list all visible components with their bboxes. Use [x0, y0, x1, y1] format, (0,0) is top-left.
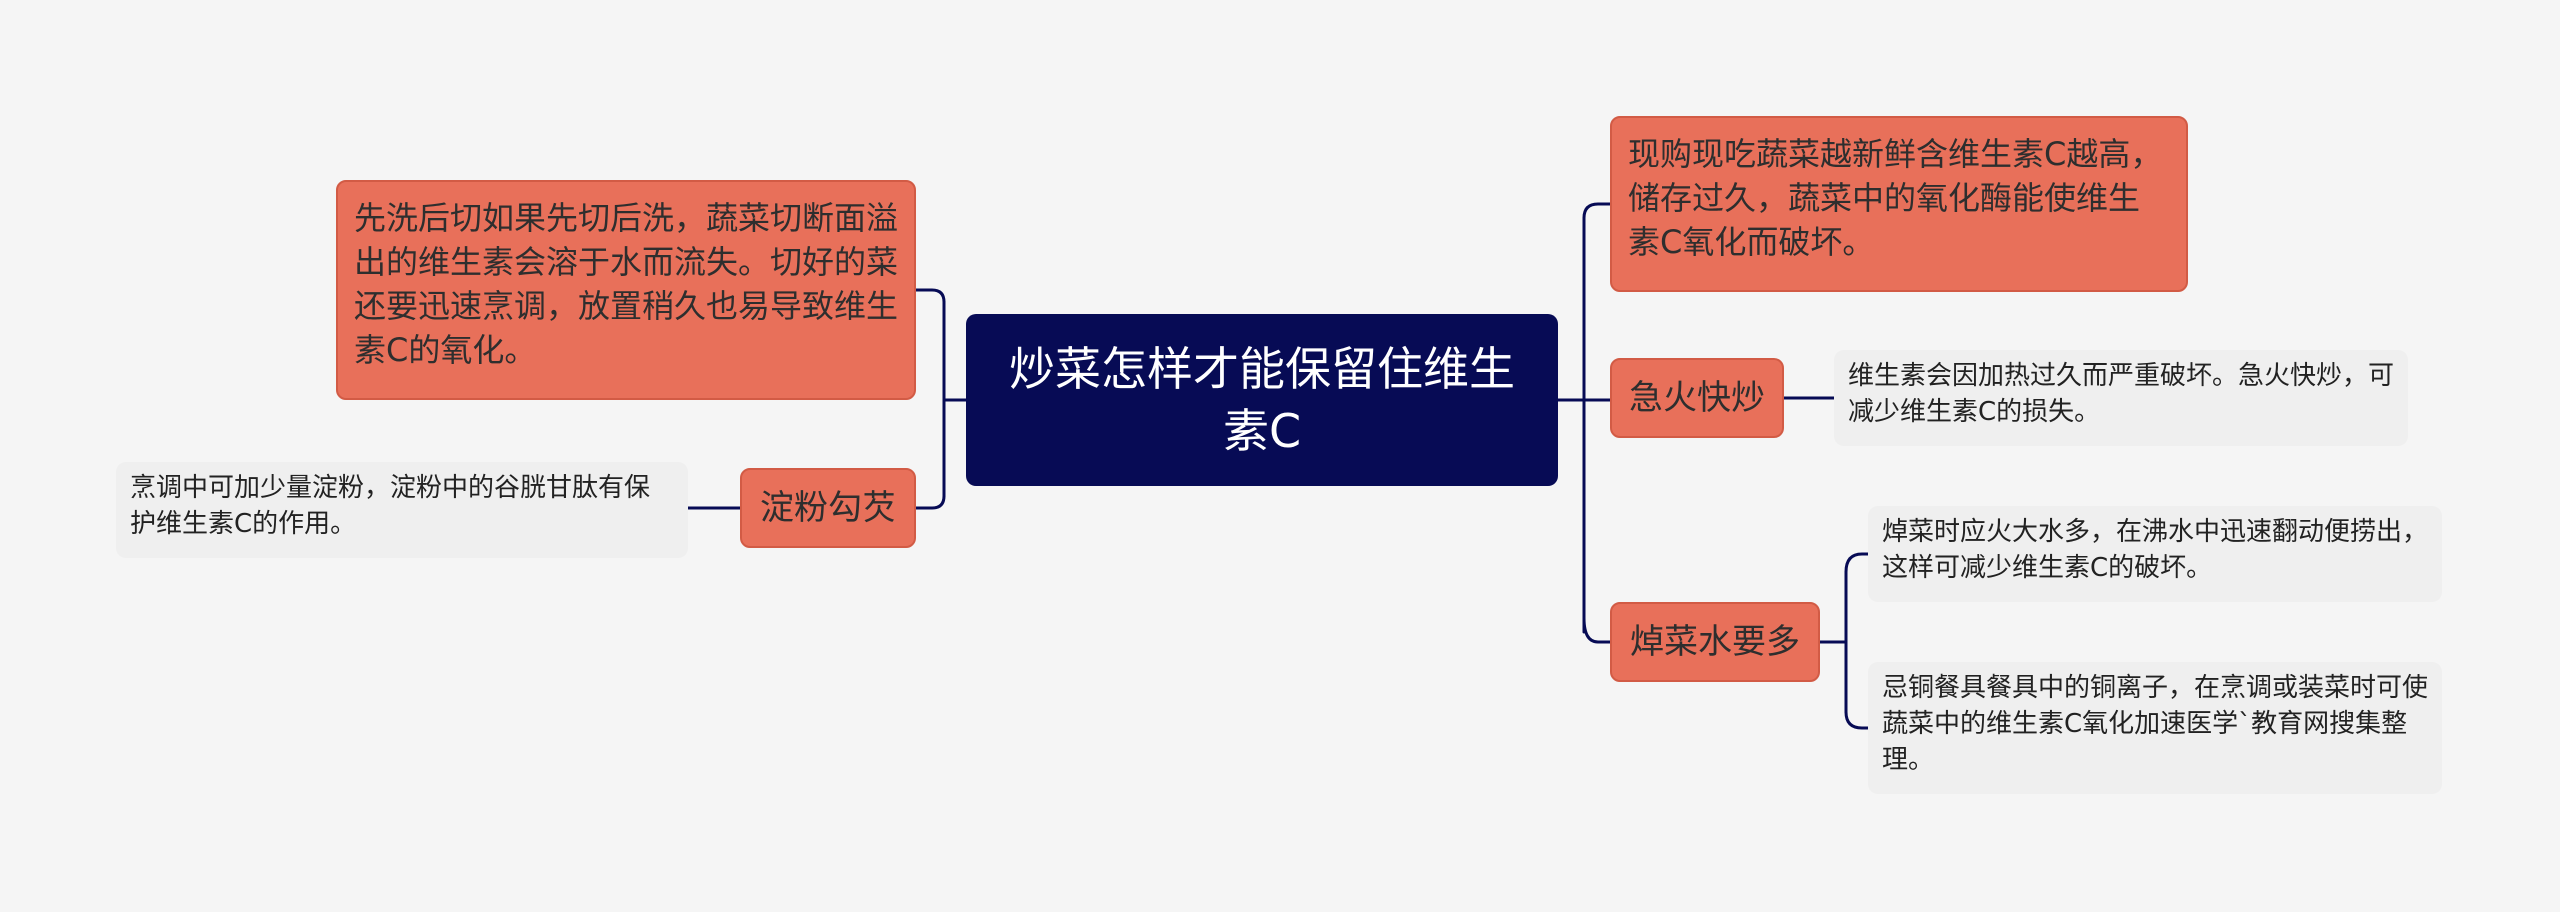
leaf-avoid-copper-label: 忌铜餐具餐具中的铜离子，在烹调或装菜时可使蔬菜中的维生素C氧化加速医学`教育网搜… — [1882, 673, 2429, 775]
leaf-starch-thickening-label: 烹调中可加少量淀粉，淀粉中的谷胱甘肽有保护维生素C的作用。 — [130, 473, 651, 539]
root-topic-label: 炒菜怎样才能保留住维生素C — [1009, 342, 1515, 458]
branch-quick-stir-fry-label: 急火快炒 — [1629, 378, 1765, 418]
leaf-blanching-water[interactable]: 焯菜时应火大水多，在沸水中迅速翻动便捞出，这样可减少维生素C的破坏。 — [1868, 506, 2442, 602]
root-topic[interactable]: 炒菜怎样才能保留住维生素C — [966, 314, 1558, 486]
leaf-avoid-copper[interactable]: 忌铜餐具餐具中的铜离子，在烹调或装菜时可使蔬菜中的维生素C氧化加速医学`教育网搜… — [1868, 662, 2442, 794]
branch-blanching-water-label: 焯菜水要多 — [1630, 622, 1800, 662]
branch-quick-stir-fry[interactable]: 急火快炒 — [1610, 358, 1784, 438]
branch-starch-thickening[interactable]: 淀粉勾芡 — [740, 468, 916, 548]
left-top-topic[interactable]: 先洗后切如果先切后洗，蔬菜切断面溢出的维生素会溶于水而流失。切好的菜还要迅速烹调… — [336, 180, 916, 400]
leaf-blanching-water-label: 焯菜时应火大水多，在沸水中迅速翻动便捞出，这样可减少维生素C的破坏。 — [1882, 517, 2429, 583]
branch-starch-thickening-label: 淀粉勾芡 — [760, 488, 896, 528]
leaf-starch-thickening[interactable]: 烹调中可加少量淀粉，淀粉中的谷胱甘肽有保护维生素C的作用。 — [116, 462, 688, 558]
connector-branch2-leaf1 — [1844, 552, 1870, 574]
leaf-quick-stir-fry[interactable]: 维生素会因加热过久而严重破坏。急火快炒，可减少维生素C的损失。 — [1834, 350, 2408, 446]
right-top-topic[interactable]: 现购现吃蔬菜越新鲜含维生素C越高，储存过久，蔬菜中的氧化酶能使维生素C氧化而破坏… — [1610, 116, 2188, 292]
left-top-topic-label: 先洗后切如果先切后洗，蔬菜切断面溢出的维生素会溶于水而流失。切好的菜还要迅速烹调… — [354, 199, 899, 369]
branch-blanching-water[interactable]: 焯菜水要多 — [1610, 602, 1820, 682]
connector-left-branch — [914, 494, 946, 510]
connector-right-top — [1582, 202, 1612, 220]
connector-branch2-leaf2 — [1844, 710, 1870, 730]
leaf-quick-stir-fry-label: 维生素会因加热过久而严重破坏。急火快炒，可减少维生素C的损失。 — [1848, 361, 2395, 427]
right-top-topic-label: 现购现吃蔬菜越新鲜含维生素C越高，储存过久，蔬菜中的氧化酶能使维生素C氧化而破坏… — [1628, 135, 2163, 261]
connector-left-top — [914, 288, 946, 304]
connector-right-branch2 — [1582, 616, 1612, 644]
